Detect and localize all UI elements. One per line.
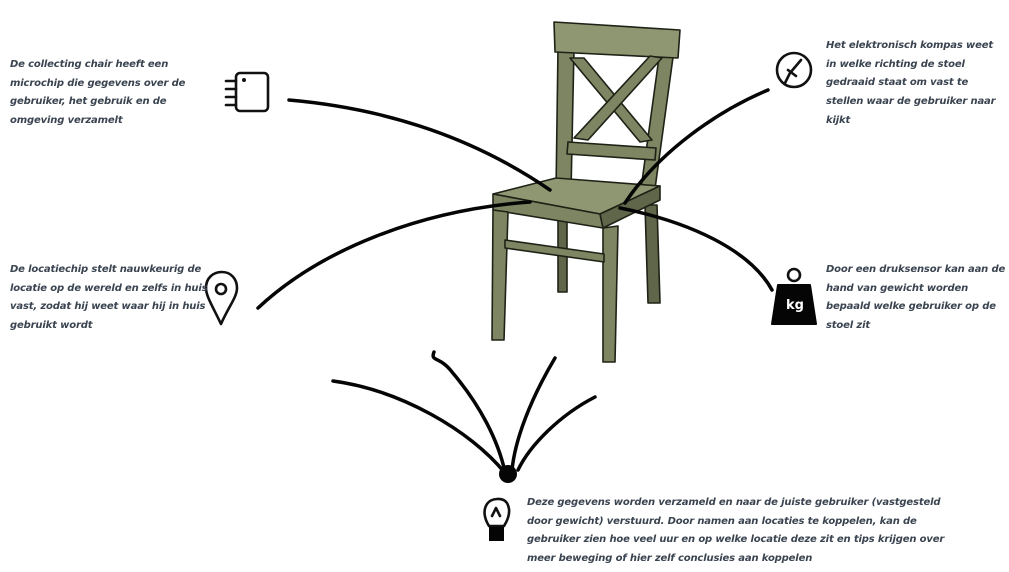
microchip-icon (224, 71, 270, 113)
weight-kg-icon: kg (771, 267, 817, 325)
location-pin-icon (204, 270, 239, 326)
connector-data-4 (516, 395, 597, 472)
annotation-pressure-sensor: Door een druksensor kan aan de hand van … (826, 264, 1006, 332)
compass-icon (775, 51, 813, 89)
connector-microchip (287, 98, 552, 192)
connector-compass (623, 88, 770, 205)
connector-data-1 (331, 379, 507, 475)
connector-data-2 (431, 350, 507, 474)
weight-kg-label: kg (786, 298, 804, 313)
connector-location (256, 200, 532, 310)
connector-pressure (618, 206, 774, 292)
connector-lines (256, 88, 774, 483)
annotation-data-collection: Deze gegevens worden verzameld en naar d… (527, 497, 945, 565)
annotation-microchip: De collecting chair heeft een microchip … (10, 59, 186, 127)
lightbulb-icon (483, 497, 511, 541)
connector-hub (499, 465, 517, 483)
chair-illustration (491, 21, 681, 363)
connector-data-3 (510, 356, 557, 472)
annotation-compass: Het elektronisch kompas weet in welke ri… (826, 40, 996, 126)
annotation-location-chip: De locatiechip stelt nauwkeurig de locat… (10, 264, 208, 332)
